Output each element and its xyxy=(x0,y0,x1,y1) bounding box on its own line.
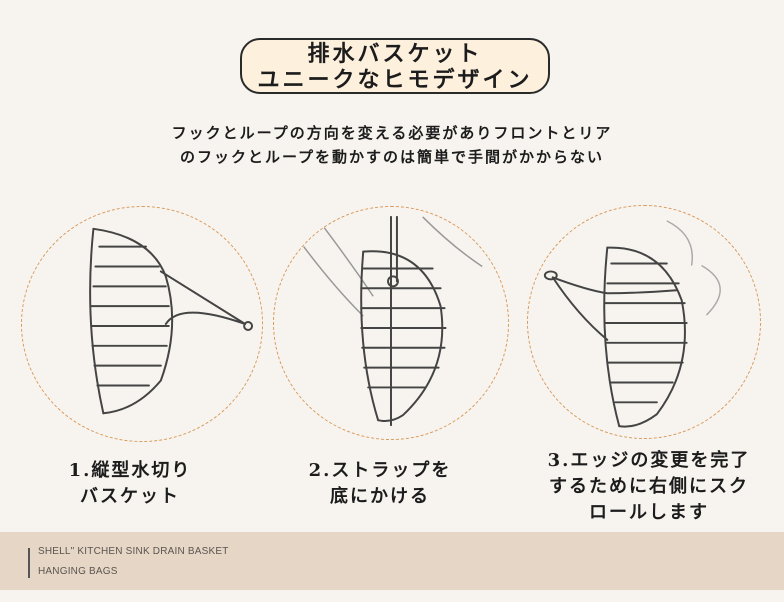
footer-divider xyxy=(28,548,30,578)
step-1-caption-line-2: バスケット xyxy=(80,486,180,507)
description-line-1: フックとループの方向を変える必要がありフロントとリア xyxy=(171,124,613,142)
title-line-1: 排水バスケット xyxy=(307,41,483,67)
step-2-caption-line-1: 2.ストラップを xyxy=(308,460,452,481)
footer-product-subtitle: HANGING BAGS xyxy=(38,566,118,577)
title-line-2: ユニークなヒモデザイン xyxy=(257,67,533,93)
step-2-caption: 2.ストラップを 底にかける xyxy=(292,458,468,510)
description-line-2: のフックとループを動かすのは簡単で手間がかからない xyxy=(179,148,605,166)
step-3-caption-line-3: ロールします xyxy=(589,502,709,523)
step-3-image xyxy=(527,205,761,439)
step-1-image xyxy=(21,206,263,442)
step-1-caption: 1.縦型水切り バスケット xyxy=(42,458,218,510)
step-3-caption-line-1: 3.エッジの変更を完了 xyxy=(547,450,751,471)
footer-band: SHELL" KITCHEN SINK DRAIN BASKET HANGING… xyxy=(0,532,784,590)
description: フックとループの方向を変える必要がありフロントとリア のフックとループを動かすの… xyxy=(110,121,674,169)
step-2-caption-line-2: 底にかける xyxy=(330,486,430,507)
title-banner: 排水バスケット ユニークなヒモデザイン xyxy=(240,38,550,94)
basket-sketch-icon xyxy=(89,227,254,415)
basket-sketch-icon xyxy=(303,215,483,427)
step-1-caption-line-1: 1.縦型水切り xyxy=(68,460,192,481)
step-3-caption-line-2: するために右側にスク xyxy=(549,476,749,497)
footer-product-name: SHELL" KITCHEN SINK DRAIN BASKET xyxy=(38,546,229,557)
basket-sketch-icon xyxy=(543,220,721,428)
step-3-caption: 3.エッジの変更を完了 するために右側にスク ロールします xyxy=(520,448,778,526)
step-2-image xyxy=(273,206,509,440)
